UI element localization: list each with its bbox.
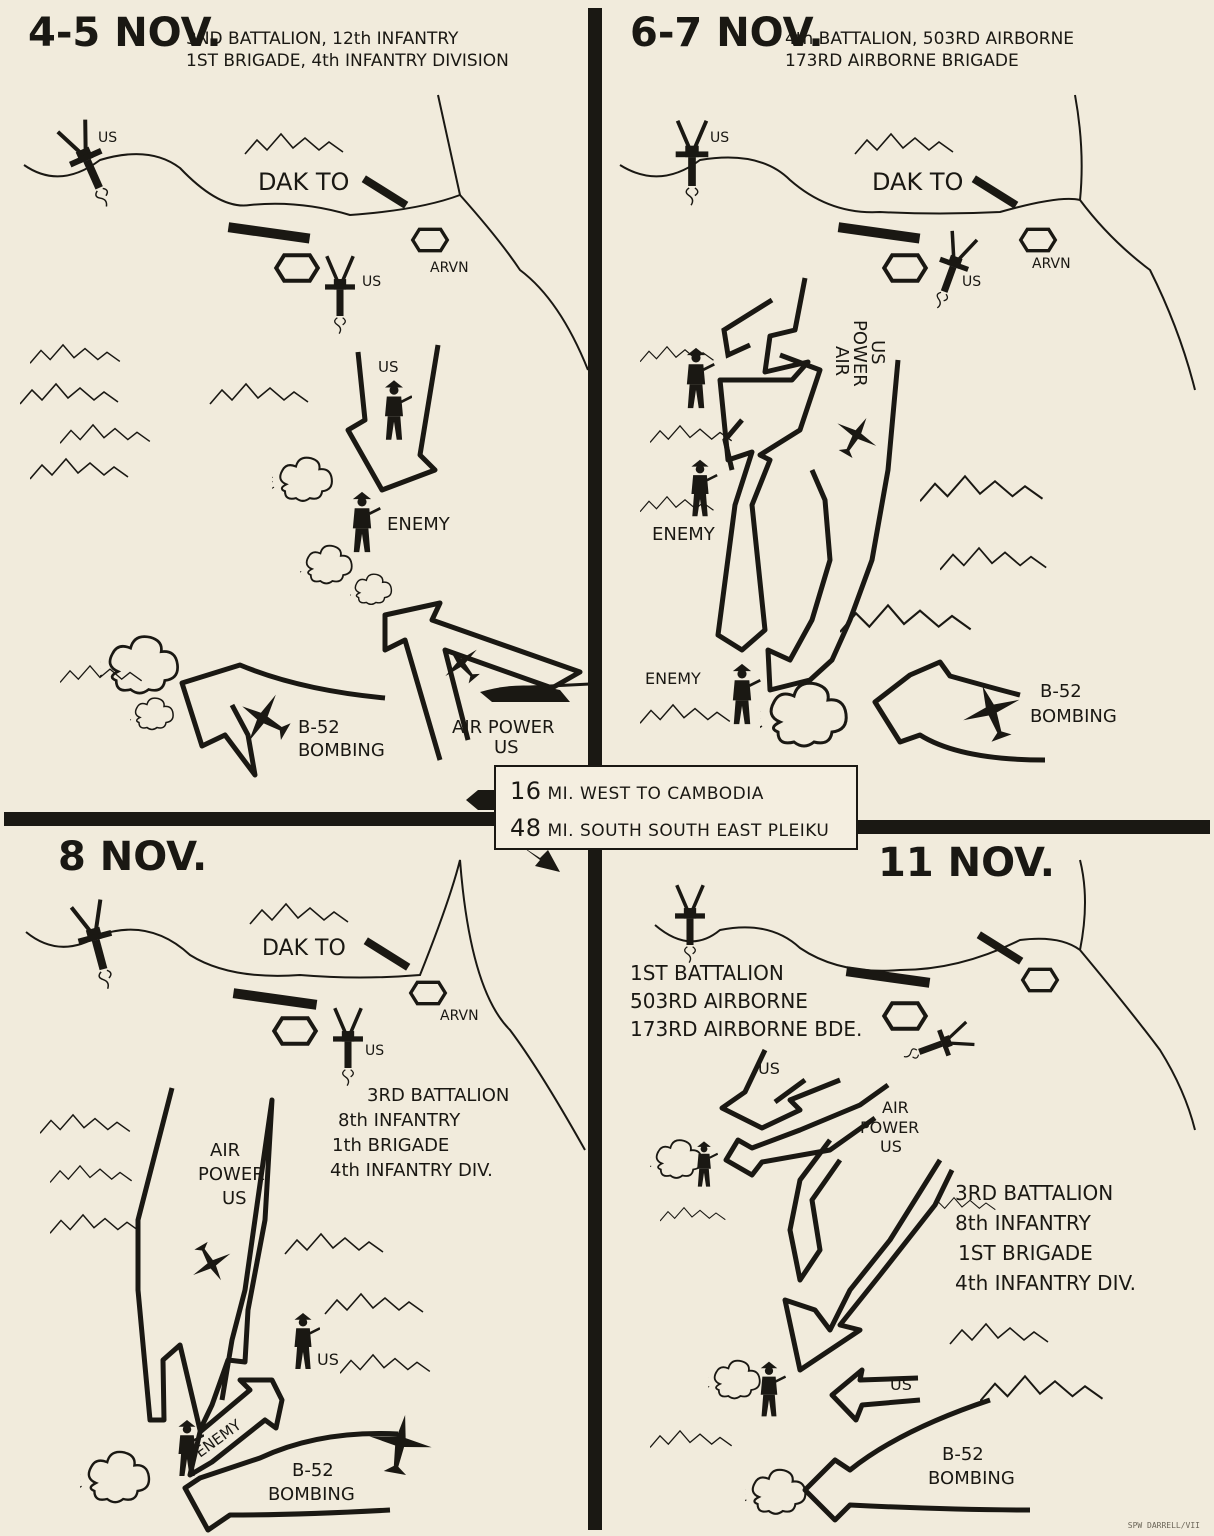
- map-label: DAK TO: [872, 168, 963, 196]
- map-label: BOMBING: [1030, 706, 1117, 727]
- map-label: 503RD AIRBORNE: [630, 989, 808, 1013]
- map-label: US: [317, 1350, 339, 1369]
- map-label: 173RD AIRBORNE BDE.: [630, 1017, 862, 1041]
- map-label: US: [962, 274, 981, 290]
- map-label: AIR POWER: [452, 717, 555, 738]
- map-label: DAK TO: [262, 936, 346, 961]
- map-label: US: [890, 1375, 912, 1394]
- map-label: POWER: [860, 1118, 919, 1137]
- map-label: US: [98, 130, 117, 146]
- map-label: US: [365, 1043, 384, 1059]
- map-label: POWER: [198, 1164, 265, 1185]
- map-label: 48: [510, 814, 542, 842]
- enemy-label: ENEMY: [387, 514, 451, 535]
- horizontal-divider-left: [4, 812, 494, 826]
- map-label: B-52: [1040, 681, 1082, 702]
- map-label: US: [758, 1059, 780, 1078]
- unit-line: 173RD AIRBORNE BRIGADE: [785, 51, 1019, 71]
- panel-date: 6-7 NOV.: [630, 10, 824, 56]
- legend-line-cambodia: 16 MI. WEST TO CAMBODIA: [510, 777, 764, 805]
- map-label: MI. SOUTH SOUTH EAST PLEIKU: [547, 821, 830, 841]
- south-east-arrow: [520, 845, 560, 872]
- map-label: 8th INFANTRY: [338, 1110, 461, 1131]
- legend-line-pleiku: 48 MI. SOUTH SOUTH EAST PLEIKU: [510, 814, 829, 842]
- map-label: US: [867, 340, 888, 365]
- map-label: 4th INFANTRY DIV.: [955, 1271, 1136, 1295]
- map-label: ENEMY: [645, 669, 701, 688]
- map-label: B-52: [298, 717, 340, 738]
- place-label-dak-to: DAK TO: [258, 168, 349, 196]
- map-label: B-52: [292, 1460, 334, 1481]
- map-label: US: [362, 274, 381, 290]
- horizontal-divider-right: [858, 820, 1210, 834]
- map-label: POWER: [849, 320, 870, 387]
- map-label: 1th BRIGADE: [332, 1135, 449, 1156]
- map-label: US: [222, 1188, 247, 1209]
- unit-line: 3ND BATTALION, 12th INFANTRY: [186, 29, 459, 49]
- panel-date: 4-5 NOV.: [28, 10, 222, 56]
- river-line: [23, 153, 589, 371]
- unit-line: 1ST BRIGADE, 4th INFANTRY DIVISION: [186, 51, 509, 71]
- map-label: 4th INFANTRY DIV.: [330, 1160, 493, 1181]
- unit-line: 4th BATTALION, 503RD AIRBORNE: [785, 29, 1074, 49]
- map-label: 1ST BATTALION: [630, 961, 784, 985]
- map-label: US: [880, 1137, 902, 1156]
- map-label: MI. WEST TO CAMBODIA: [547, 784, 764, 804]
- map-label: AIR: [831, 346, 852, 376]
- panel-11-nov: 11 NOV. 1ST BATTALION 503RD AIRBORNE 173…: [630, 840, 1196, 1523]
- map-label: AIR: [210, 1140, 240, 1161]
- map-label: 8th INFANTRY: [955, 1211, 1092, 1235]
- map-label: ARVN: [1032, 256, 1071, 272]
- map-label: US: [494, 737, 519, 758]
- map-label: US: [378, 358, 399, 376]
- map-label: 16: [510, 777, 542, 805]
- map-label: US: [710, 130, 729, 146]
- map-label: 1ST BRIGADE: [958, 1241, 1093, 1265]
- distance-legend: 16 MI. WEST TO CAMBODIA 48 MI. SOUTH SOU…: [494, 765, 858, 850]
- map-label: ARVN: [430, 260, 469, 276]
- panel-8-nov: 8 NOV. DAK TO ARVN US 3RD BATTALION 8th …: [25, 834, 586, 1533]
- panel-6-7-nov: 6-7 NOV. 4th BATTALION, 503RD AIRBORNE 1…: [619, 10, 1196, 763]
- map-label: 3RD BATTALION: [955, 1181, 1113, 1205]
- artist-credit: SPW DARRELL/VII: [1127, 1521, 1200, 1530]
- panel-date: 11 NOV.: [878, 840, 1055, 886]
- map-label: BOMBING: [928, 1468, 1015, 1489]
- map-label: 3RD BATTALION: [367, 1085, 509, 1106]
- map-label: B-52: [942, 1444, 984, 1465]
- map-label: BOMBING: [268, 1484, 355, 1505]
- map-label: ARVN: [440, 1008, 479, 1024]
- map-label: ENEMY: [652, 524, 716, 545]
- map-label: BOMBING: [298, 740, 385, 761]
- panel-4-5-nov: 4-5 NOV. 3ND BATTALION, 12th INFANTRY 1S…: [20, 10, 591, 778]
- map-label: AIR: [882, 1098, 909, 1117]
- west-arrow: [466, 790, 494, 810]
- panel-date: 8 NOV.: [58, 834, 207, 880]
